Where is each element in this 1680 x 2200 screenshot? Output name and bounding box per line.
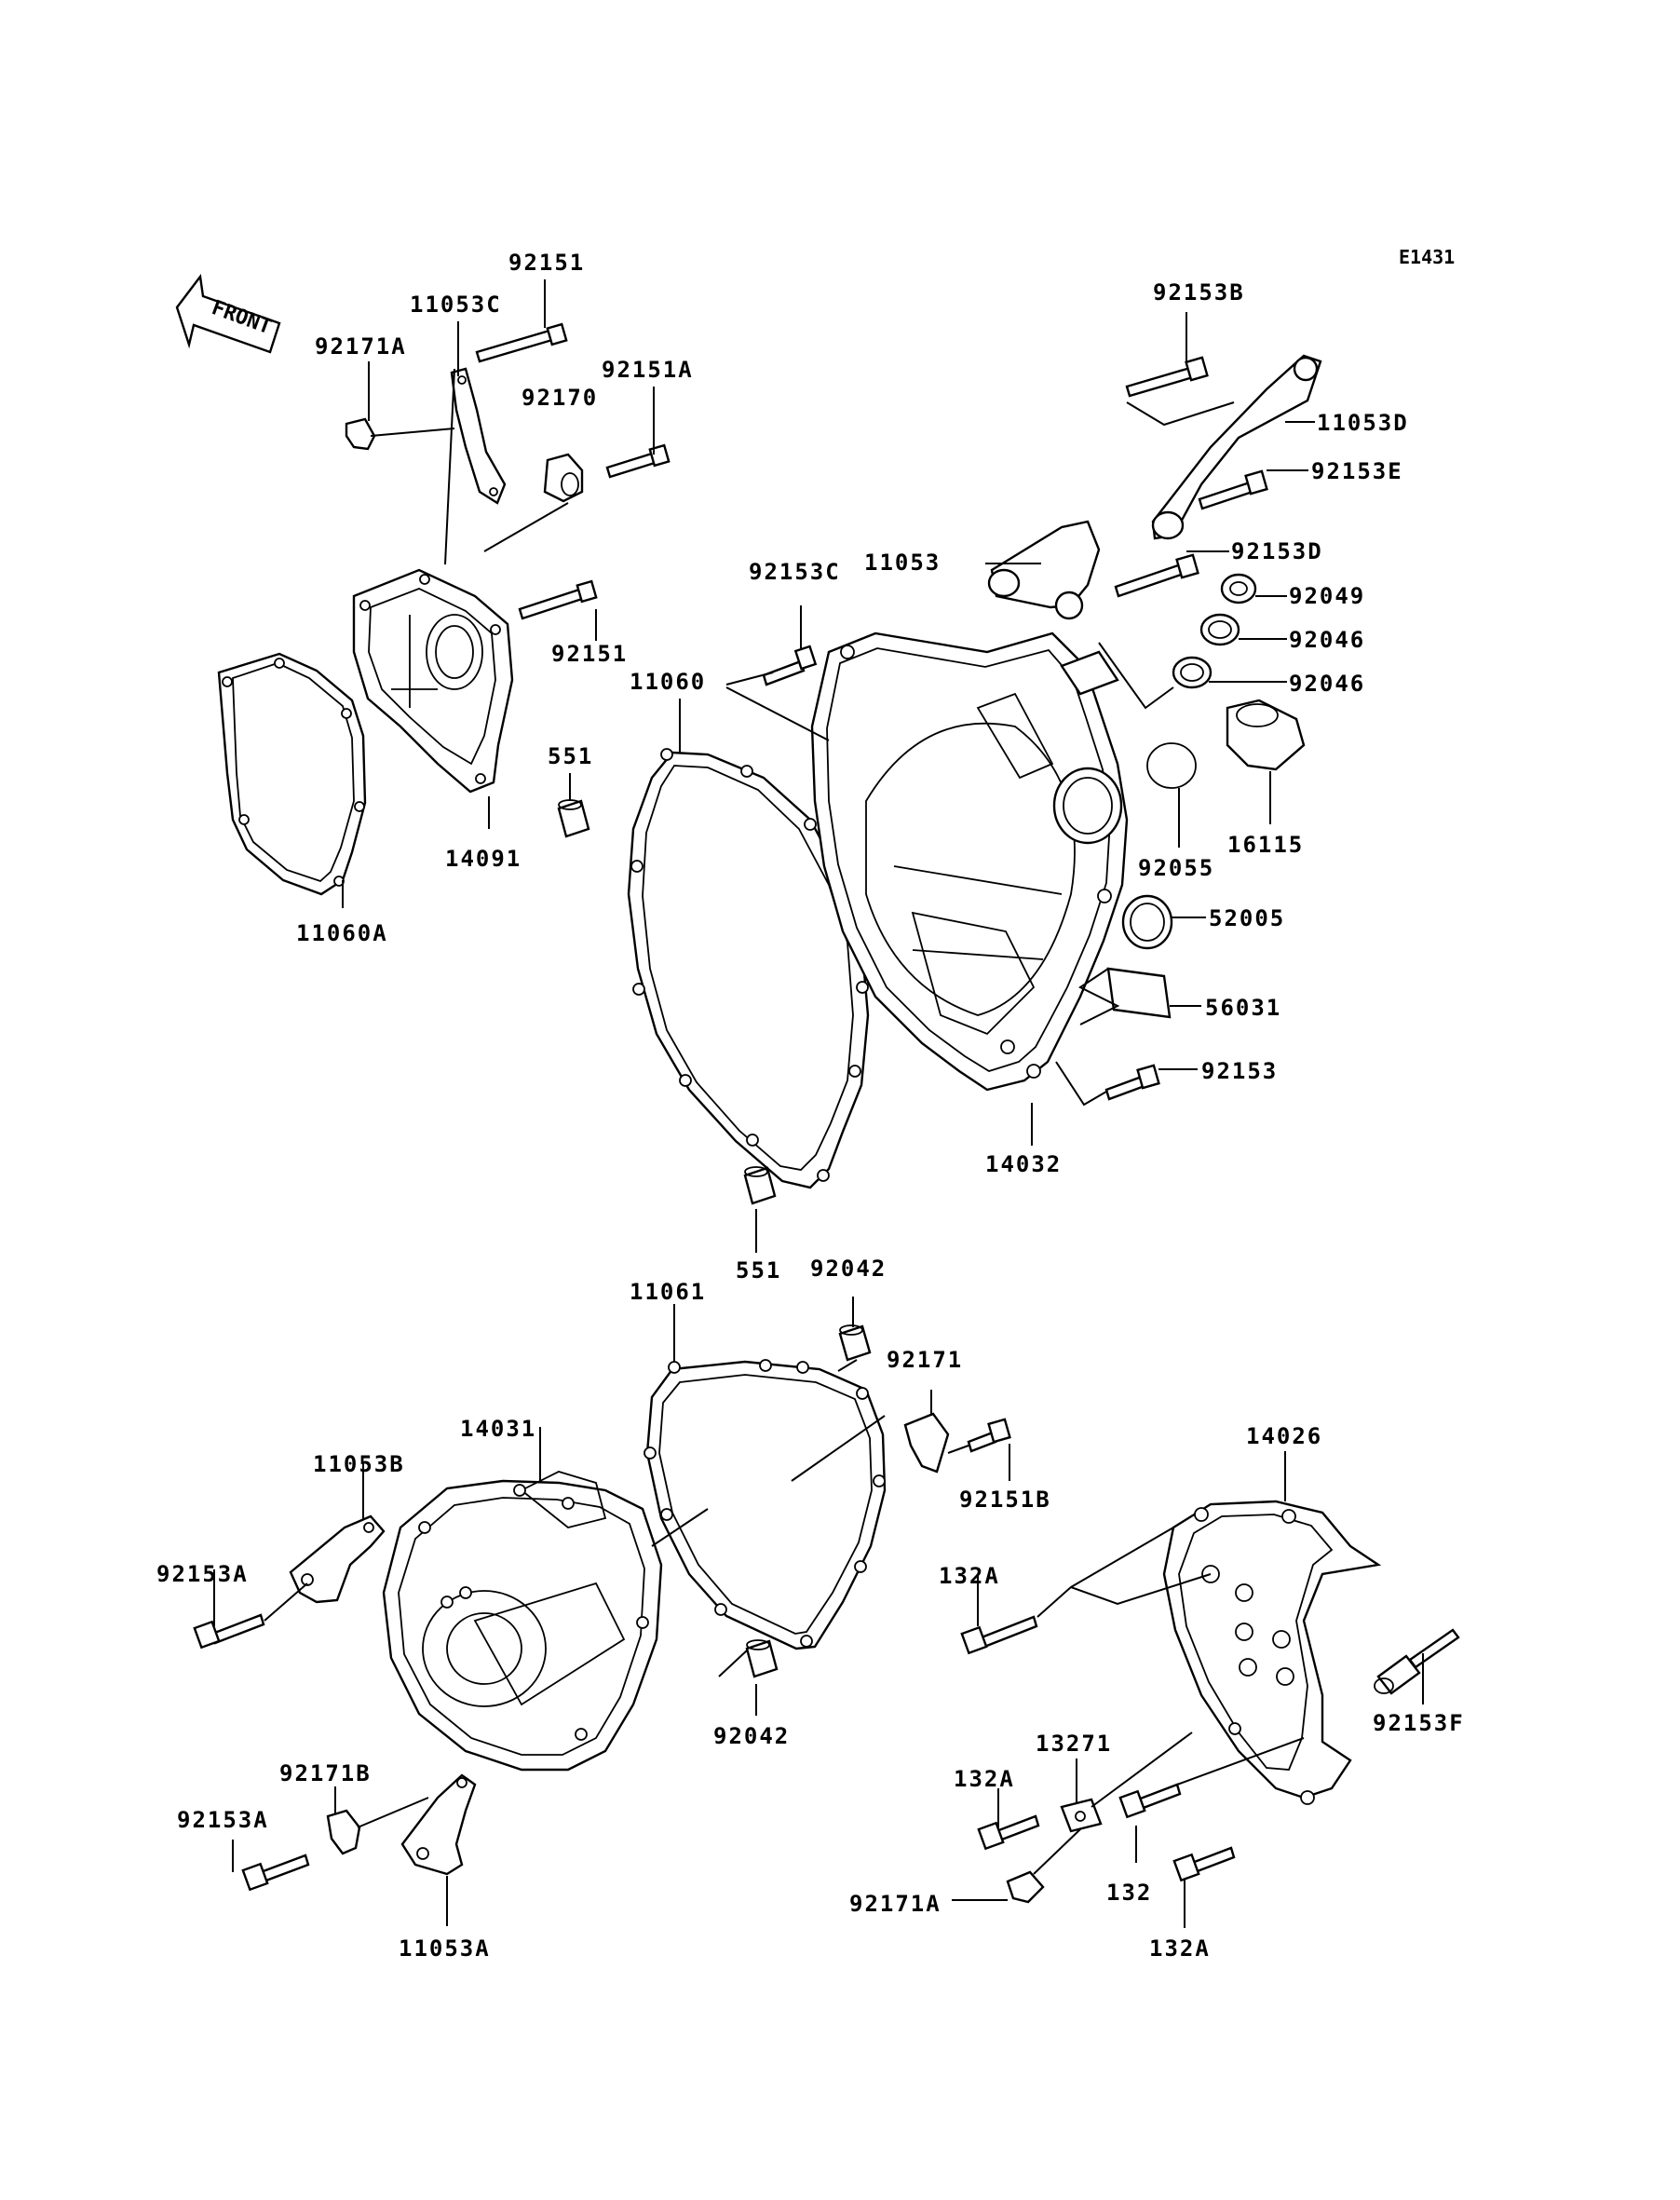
generator-cover-14031-shape (382, 1471, 663, 1772)
bearing-92046-lower-shape (1172, 656, 1213, 689)
callout-92055: 92055 (1138, 855, 1214, 881)
callout-92153: 92153 (1201, 1058, 1278, 1084)
callout-92171a-upper: 92171A (315, 333, 407, 360)
gasket-11060-shape (627, 748, 870, 1189)
callout-14031: 14031 (460, 1416, 536, 1442)
bolt-92153e-shape (1198, 469, 1268, 510)
callout-92151b: 92151B (959, 1487, 1051, 1513)
callout-92153d: 92153D (1231, 538, 1323, 564)
bolt-132a-upper-shape (960, 1615, 1038, 1655)
dowel-92042-upper-shape (838, 1324, 872, 1362)
clutch-cover-14032-shape (810, 631, 1129, 1092)
bolt-132a-mid-shape (977, 1814, 1040, 1851)
bracket-11053d-shape (1151, 354, 1322, 540)
callout-92171a-lower: 92171A (849, 1891, 942, 1917)
bolt-92153b-shape (1125, 356, 1209, 398)
callout-14032: 14032 (985, 1151, 1062, 1177)
callout-11053c: 11053C (410, 292, 502, 318)
callout-92153e: 92153E (1311, 458, 1403, 484)
callout-11061: 11061 (630, 1279, 706, 1305)
callout-11053a: 11053A (399, 1935, 491, 1962)
damper-92170-shape (543, 453, 584, 503)
gasket-11060a-shape (217, 652, 367, 896)
bracket-11053c-shape (450, 367, 507, 505)
clip-92171-shape (903, 1412, 950, 1473)
callout-132a-mid: 132A (954, 1766, 1015, 1792)
bolt-92151a-shape (605, 443, 671, 479)
diagram-code: E1431 (1399, 246, 1455, 268)
oring-92055-shape (1146, 742, 1197, 789)
callout-92049: 92049 (1289, 583, 1365, 609)
label-56031-shape (1106, 967, 1172, 1019)
clip-92171b-shape (326, 1809, 361, 1855)
callout-551-upper: 551 (548, 743, 593, 769)
bolt-132a-lower-shape (1172, 1846, 1236, 1882)
bolt-92153d-shape (1114, 553, 1199, 598)
clip-92171a-upper-shape (345, 417, 376, 451)
callout-92153a-lower: 92153A (177, 1807, 269, 1833)
bolt-92153a-lower-shape (241, 1854, 310, 1892)
callout-92042-upper: 92042 (810, 1256, 887, 1282)
callout-13271: 13271 (1036, 1731, 1112, 1757)
callout-92153c: 92153C (749, 559, 841, 585)
gasket-11061-shape (644, 1359, 887, 1650)
dowel-551-lower-shape (743, 1166, 777, 1205)
bolt-92153-shape (1104, 1064, 1160, 1101)
bracket-11053a-shape (400, 1773, 477, 1876)
callout-11053d: 11053D (1317, 410, 1409, 436)
callout-92042-lower: 92042 (713, 1723, 790, 1749)
callout-92151a: 92151A (602, 357, 694, 383)
callout-92046-lower: 92046 (1289, 671, 1365, 697)
bearing-92046-upper-shape (1199, 613, 1240, 646)
washer-13271-shape (1060, 1798, 1103, 1833)
cover-14091-shape (352, 568, 514, 794)
clip-92171a-lower-shape (1006, 1870, 1045, 1904)
callout-92153b: 92153B (1153, 279, 1245, 306)
callout-92170: 92170 (522, 385, 598, 411)
bolt-92153c-shape (762, 645, 818, 686)
cap-16115-shape (1226, 699, 1306, 771)
bolt-92151b-shape (967, 1418, 1011, 1453)
callout-92153f: 92153F (1373, 1710, 1465, 1736)
collar-92153f-shape (1374, 1628, 1460, 1695)
callout-92151-lower: 92151 (551, 641, 628, 667)
leader-lines (213, 279, 1424, 1928)
callout-14091: 14091 (445, 846, 522, 872)
dowel-92042-lower-shape (745, 1639, 779, 1678)
callout-52005: 52005 (1209, 905, 1285, 931)
bracket-11053b-shape (289, 1514, 386, 1604)
callout-92171b: 92171B (279, 1760, 372, 1786)
callout-92151-upper: 92151 (508, 250, 585, 276)
callout-14026: 14026 (1246, 1423, 1322, 1449)
bolt-132-shape (1118, 1783, 1182, 1819)
callout-11053: 11053 (864, 550, 941, 576)
callout-551-lower: 551 (736, 1257, 781, 1283)
front-arrow-icon: FRONT (175, 273, 281, 354)
callout-11053b: 11053B (313, 1451, 405, 1477)
callout-16115: 16115 (1227, 832, 1304, 858)
bolt-92151-lower-shape (518, 579, 598, 620)
callout-132a-upper: 132A (939, 1563, 1000, 1589)
callout-11060: 11060 (630, 669, 706, 695)
callout-92153a-upper: 92153A (156, 1561, 249, 1587)
bolt-92151-upper-shape (475, 322, 568, 363)
seal-92049-shape (1220, 573, 1257, 604)
callout-56031: 56031 (1205, 995, 1281, 1021)
callout-132: 132 (1106, 1880, 1152, 1906)
dowel-551-upper-shape (557, 799, 590, 838)
guard-14026-shape (1162, 1500, 1382, 1805)
callout-132a-lower: 132A (1149, 1935, 1211, 1962)
window-52005-shape (1121, 894, 1173, 950)
bracket-11053-shape (987, 520, 1101, 620)
callout-92046-upper: 92046 (1289, 627, 1365, 653)
callout-92171: 92171 (887, 1347, 963, 1373)
bolt-92153a-upper-shape (193, 1613, 265, 1650)
callout-11060a: 11060A (296, 920, 388, 946)
